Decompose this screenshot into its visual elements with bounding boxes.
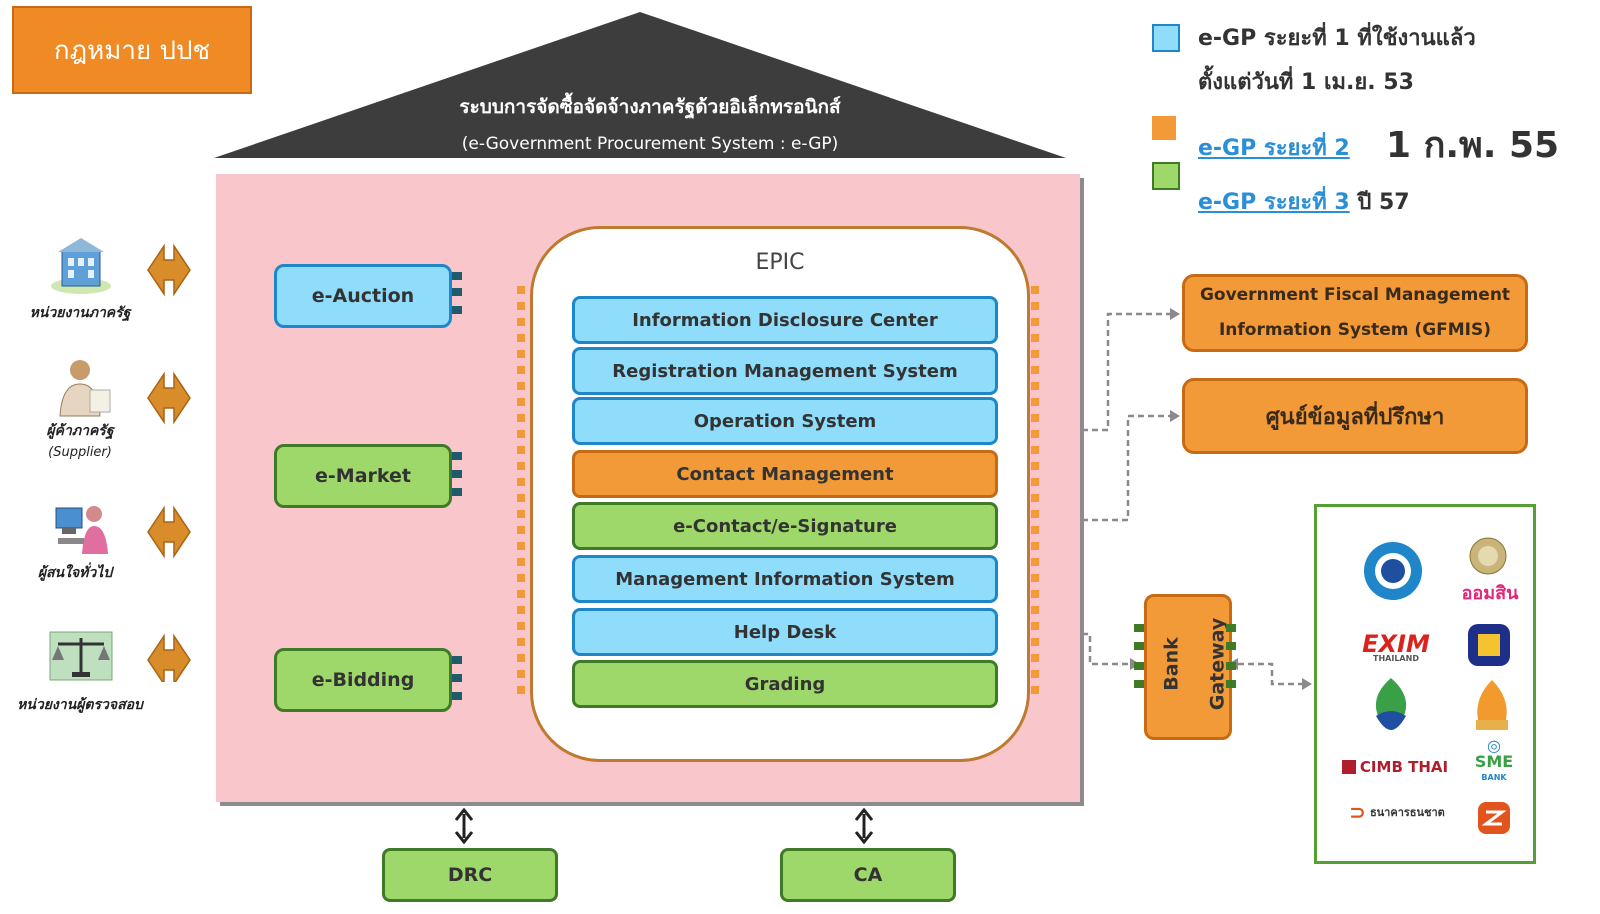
thanachart-logo-text: ธนาคารธนชาต bbox=[1369, 806, 1445, 819]
gfmis-line1: Government Fiscal Management bbox=[1199, 285, 1511, 305]
consult-center-label: ศูนย์ข้อมูลที่ปรึกษา bbox=[1265, 404, 1445, 430]
exim-logo-sub: THAILAND bbox=[1373, 654, 1419, 663]
epic-row-help-desk: Help Desk bbox=[572, 608, 998, 656]
computer-user-icon bbox=[55, 506, 108, 554]
ca-box: CA bbox=[780, 848, 956, 902]
epic-title: EPIC bbox=[755, 250, 805, 275]
gsb-logo-icon bbox=[1469, 537, 1507, 575]
sme-bank-logo: ◎ SME BANK bbox=[1466, 738, 1522, 786]
drc-label: DRC bbox=[447, 864, 493, 886]
sme-logo-icon: ◎ bbox=[1487, 736, 1501, 755]
sme-logo-sub: BANK bbox=[1481, 773, 1507, 782]
thanachart-logo: ⊃ ธนาคารธนชาต bbox=[1340, 800, 1454, 824]
e-market-module: e-Market bbox=[274, 444, 452, 508]
sme-logo-text: SME bbox=[1474, 752, 1514, 771]
ktb-leasing-logo-icon bbox=[1478, 802, 1510, 834]
legend-phase1-line1: e-GP ระยะที่ 1 ที่ใช้งานแล้ว bbox=[1198, 26, 1476, 51]
e-auction-module: e-Auction bbox=[274, 264, 452, 328]
epic-row-contact-management: Contact Management bbox=[572, 450, 998, 498]
epic-row-label: Management Information System bbox=[615, 568, 955, 590]
legend-phase2-date: 1 ก.พ. 55 bbox=[1386, 125, 1560, 166]
epic-row-registration-management: Registration Management System bbox=[572, 347, 998, 395]
drc-box: DRC bbox=[382, 848, 558, 902]
exim-logo-text: EXIM bbox=[1362, 630, 1430, 658]
legend-phase3: e-GP ระยะที่ 3 ปี 57 bbox=[1198, 184, 1410, 219]
epic-row-label: Information Disclosure Center bbox=[632, 309, 938, 331]
epic-row-management-information: Management Information System bbox=[572, 555, 998, 603]
legend-phase3-swatch bbox=[1152, 162, 1180, 190]
legend-phase3-year: ปี 57 bbox=[1357, 190, 1410, 215]
legend-phase2-link[interactable]: e-GP ระยะที่ 2 bbox=[1198, 136, 1350, 161]
epic-row-operation-system: Operation System bbox=[572, 397, 998, 445]
e-market-label: e-Market bbox=[315, 465, 411, 487]
roof-subtitle: (e-Government Procurement System : e-GP) bbox=[461, 134, 839, 154]
scales-icon bbox=[49, 631, 113, 681]
cimb-logo-label: CIMB THAI bbox=[1359, 758, 1449, 776]
gsb-logo-text: ออมสิน bbox=[1461, 583, 1519, 604]
government-building-icon bbox=[51, 238, 111, 294]
epic-row-label: Help Desk bbox=[733, 621, 837, 643]
epic-row-label: e-Contact/e-Signature bbox=[673, 515, 897, 537]
actor-supplier-sub: (Supplier) bbox=[48, 445, 112, 460]
actor-government-label: หน่วยงานภาครัฐ bbox=[29, 305, 131, 321]
bank-gateway-box: Bank Gateway bbox=[1144, 594, 1232, 740]
legend-phase3-link[interactable]: e-GP ระยะที่ 3 bbox=[1198, 190, 1350, 215]
ghbank-logo-icon bbox=[1468, 624, 1510, 666]
actor-public-label: ผู้สนใจทั่วไป bbox=[37, 565, 113, 581]
bank-gateway-pins bbox=[1134, 624, 1236, 688]
roof-title: ระบบการจัดซื้อจัดจ้างภาครัฐด้วยอิเล็กทรอ… bbox=[459, 96, 841, 118]
actor-auditor-label: หน่วยงานผู้ตรวจสอบ bbox=[17, 697, 143, 713]
e-bidding-label: e-Bidding bbox=[311, 669, 415, 691]
epic-row-label: Contact Management bbox=[676, 463, 894, 485]
epic-row-information-disclosure: Information Disclosure Center bbox=[572, 296, 998, 344]
e-bidding-module: e-Bidding bbox=[274, 648, 452, 712]
islamic-bank-logo-icon bbox=[1476, 680, 1508, 730]
actor-double-arrows bbox=[147, 243, 191, 682]
cimb-logo-text: CIMB THAI bbox=[1340, 758, 1450, 776]
epic-row-e-contact: e-Contact/e-Signature bbox=[572, 502, 998, 550]
legend-phase1-line2: ตั้งแต่วันที่ 1 เม.ย. 53 bbox=[1198, 70, 1414, 95]
baac-logo-icon bbox=[1375, 678, 1407, 730]
law-box-label: กฎหมาย ปปช bbox=[53, 35, 211, 66]
epic-row-label: Registration Management System bbox=[612, 360, 958, 382]
module-connector-pins bbox=[452, 272, 462, 700]
thanachart-logo-icon: ⊃ bbox=[1349, 800, 1366, 824]
gfmis-box: Government Fiscal Management Information… bbox=[1182, 274, 1528, 352]
ca-label: CA bbox=[853, 864, 883, 886]
epic-row-label: Operation System bbox=[693, 410, 877, 432]
gfmis-line2: Information System (GFMIS) bbox=[1218, 320, 1492, 340]
supplier-person-icon bbox=[59, 360, 111, 417]
law-box: กฎหมาย ปปช bbox=[12, 6, 252, 94]
epic-left-bus bbox=[517, 286, 525, 698]
consult-center-box: ศูนย์ข้อมูลที่ปรึกษา bbox=[1182, 378, 1528, 454]
actor-supplier-label: ผู้ค้าภาครัฐ bbox=[46, 423, 114, 439]
krungthai-logo-icon bbox=[1364, 542, 1422, 600]
legend-phase2: e-GP ระยะที่ 2 bbox=[1198, 130, 1350, 165]
epic-right-bus bbox=[1031, 286, 1039, 698]
roof-triangle bbox=[214, 12, 1066, 158]
legend-phase1-swatch bbox=[1152, 24, 1180, 52]
legend-phase2-swatch bbox=[1152, 116, 1176, 140]
epic-row-label: Grading bbox=[744, 673, 826, 695]
cimb-logo-icon bbox=[1341, 760, 1356, 774]
epic-row-grading: Grading bbox=[572, 660, 998, 708]
e-auction-label: e-Auction bbox=[311, 285, 415, 307]
